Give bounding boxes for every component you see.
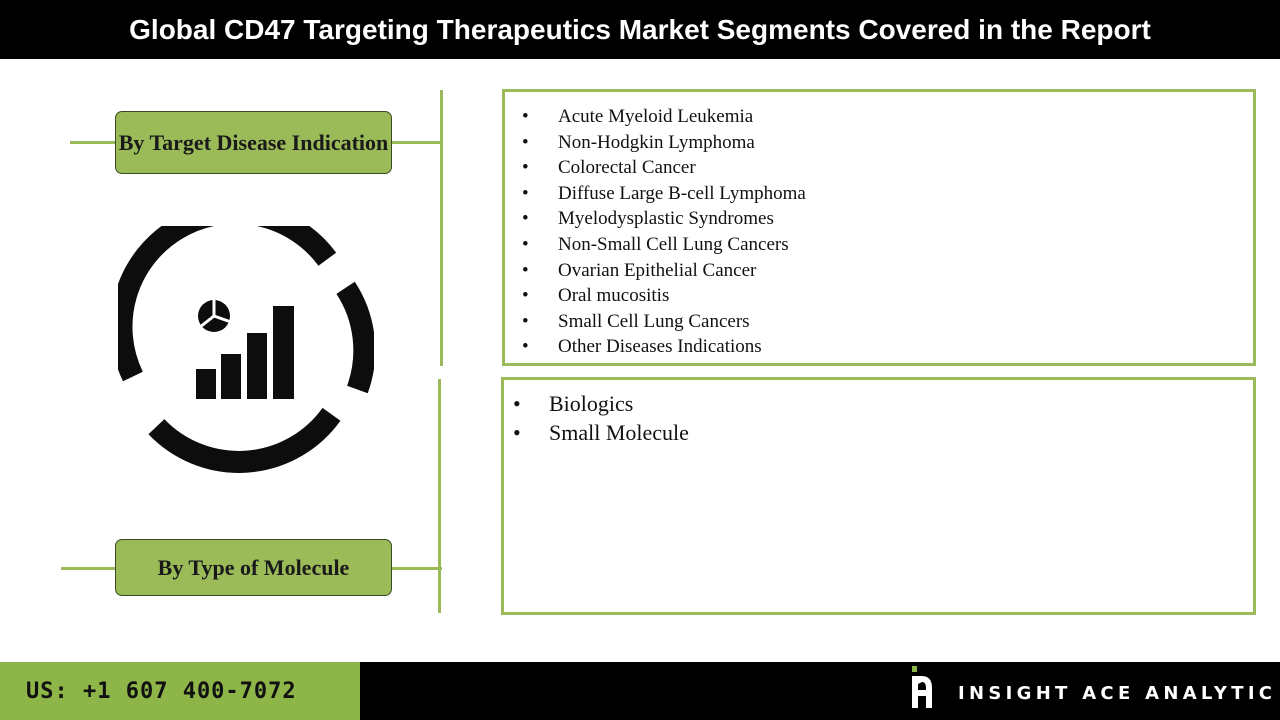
- segment-label-disease-indication: By Target Disease Indication: [115, 111, 392, 174]
- list-item: Colorectal Cancer: [505, 155, 1253, 181]
- list-item: Oral mucositis: [505, 283, 1253, 309]
- connector-line: [390, 567, 442, 570]
- list-item: Non-Hodgkin Lymphoma: [505, 130, 1253, 156]
- list-item: Acute Myeloid Leukemia: [505, 104, 1253, 130]
- list-item: Ovarian Epithelial Cancer: [505, 258, 1253, 284]
- list-item: Biologics: [504, 389, 1253, 418]
- molecule-type-list-box: Biologics Small Molecule: [501, 377, 1256, 615]
- insight-ace-logo-icon: [908, 664, 936, 717]
- segment-label-molecule-type: By Type of Molecule: [115, 539, 392, 596]
- connector-line: [61, 567, 116, 570]
- disease-indication-list-box: Acute Myeloid Leukemia Non-Hodgkin Lymph…: [502, 89, 1256, 366]
- brand-name: INSIGHT ACE ANALYTIC: [958, 683, 1277, 704]
- disease-indication-list: Acute Myeloid Leukemia Non-Hodgkin Lymph…: [505, 104, 1253, 360]
- list-item: Non-Small Cell Lung Cancers: [505, 232, 1253, 258]
- list-item: Diffuse Large B-cell Lymphoma: [505, 181, 1253, 207]
- segment-label-text: By Type of Molecule: [157, 554, 350, 580]
- list-item: Myelodysplastic Syndromes: [505, 206, 1253, 232]
- list-item: Small Cell Lung Cancers: [505, 309, 1253, 335]
- footer-bar: [360, 662, 1280, 720]
- bracket-line: [438, 379, 441, 613]
- page-title: Global CD47 Targeting Therapeutics Marke…: [0, 0, 1280, 59]
- connector-line: [70, 141, 116, 144]
- analytics-chart-icon: [110, 201, 376, 487]
- bracket-line: [440, 90, 443, 366]
- molecule-type-list: Biologics Small Molecule: [504, 389, 1253, 447]
- connector-line: [390, 141, 442, 144]
- list-item: Small Molecule: [504, 418, 1253, 447]
- segment-label-text: By Target Disease Indication: [118, 129, 389, 155]
- list-item: Other Diseases Indications: [505, 334, 1253, 360]
- contact-phone: US: +1 607 400-7072: [0, 662, 360, 720]
